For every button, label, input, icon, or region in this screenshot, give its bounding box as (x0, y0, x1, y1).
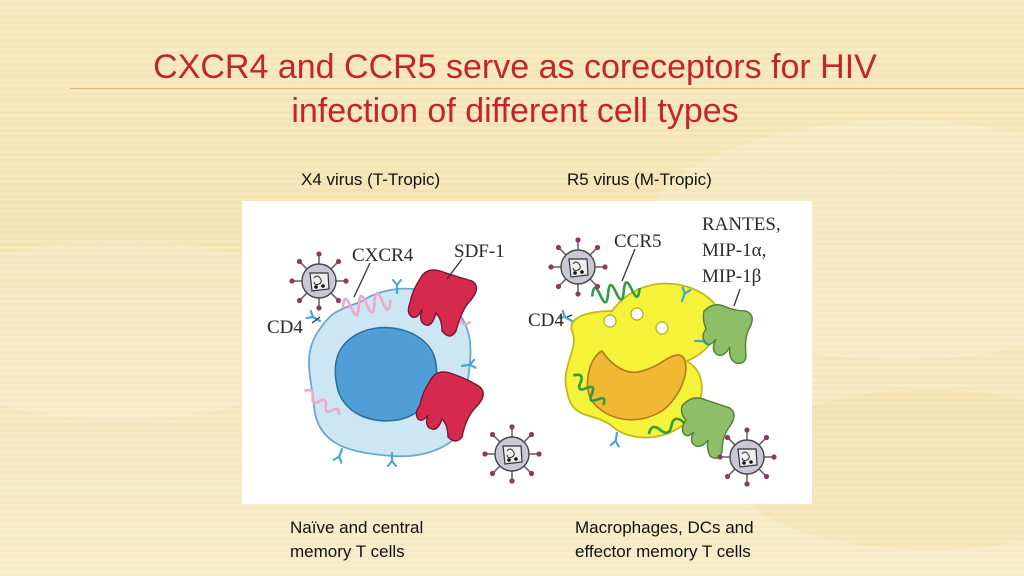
chemokine-ligands (680, 304, 753, 459)
mip1a-label: MIP-1α, (702, 240, 766, 261)
cd4-label-left: CD4 (267, 317, 303, 338)
cd4-label-right: CD4 (528, 310, 564, 331)
sdf1-ligands (407, 269, 484, 442)
left-caption: Naïve and central memory T cells (290, 516, 423, 564)
cxcr4-label: CXCR4 (352, 245, 414, 266)
ccr5-label: CCR5 (614, 231, 662, 252)
diagram-canvas: CXCR4 SDF-1 CD4 CCR5 CD4 RANTES, MIP-1α,… (267, 214, 781, 488)
mip1b-label: MIP-1β (702, 266, 761, 287)
t-cell-nucleus (334, 326, 438, 422)
right-caption-line-1: Macrophages, DCs and (575, 518, 754, 537)
r5-virus-header: R5 virus (M-Tropic) (567, 170, 712, 189)
coreceptor-diagram: CXCR4 SDF-1 CD4 CCR5 CD4 RANTES, MIP-1α,… (242, 201, 812, 504)
r5-virion-icon (547, 236, 609, 298)
cd4-icon (332, 446, 347, 464)
x4-virus-header: X4 virus (T-Tropic) (301, 170, 441, 189)
r5-virion-icon (716, 426, 778, 488)
title-divider (70, 88, 1024, 89)
sdf1-label: SDF-1 (454, 241, 505, 262)
vesicle (655, 321, 669, 335)
title-line-2: infection of different cell types (291, 92, 739, 130)
left-caption-line-1: Naïve and central (290, 518, 424, 537)
title-line-1: CXCR4 and CCR5 serve as coreceptors for … (153, 48, 877, 86)
slide-title: CXCR4 and CCR5 serve as coreceptors for … (60, 45, 970, 133)
vesicle (603, 314, 617, 328)
vesicle (630, 307, 644, 321)
x4-virion-icon (288, 250, 350, 312)
rantes-label: RANTES, (702, 214, 781, 235)
right-caption: Macrophages, DCs and effector memory T c… (575, 516, 754, 564)
left-caption-line-2: memory T cells (290, 542, 405, 561)
right-caption-line-2: effector memory T cells (575, 542, 751, 561)
cd4-icon (609, 431, 623, 448)
x4-virion-icon (481, 423, 543, 485)
leader-lines (311, 248, 741, 324)
